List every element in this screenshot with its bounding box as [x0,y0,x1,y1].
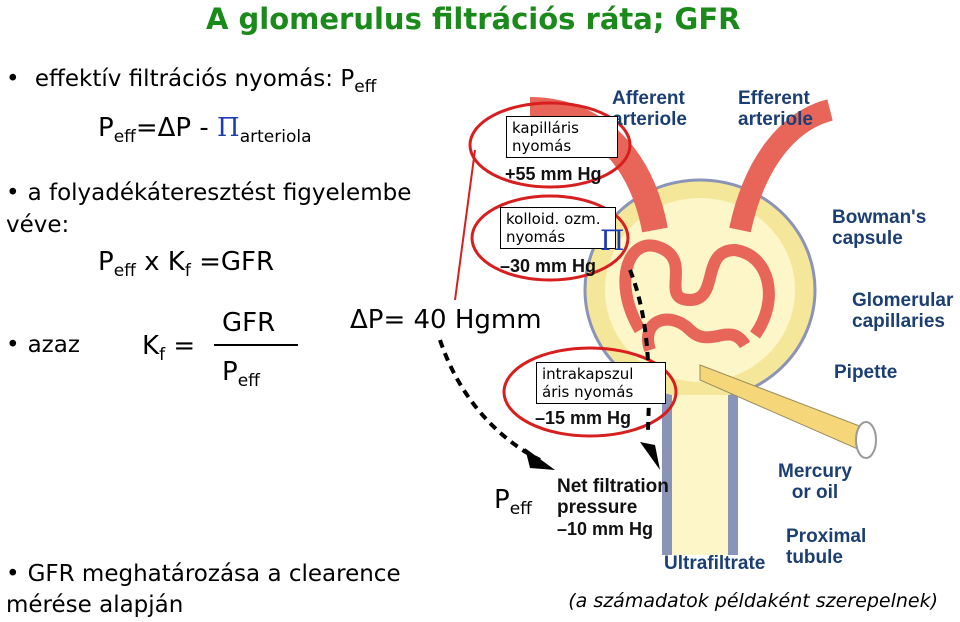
pipette-label: Pipette [834,362,898,383]
bullet-clearance: GFR meghatározása a clearence [6,561,401,587]
eq-mid: =ΔP - [135,113,218,143]
bullet-effective-pressure: effektív filtrációs nyomás: Peff [6,66,377,97]
eq-p: P [98,113,114,143]
bullet-text: effektív filtrációs nyomás: P [34,66,355,92]
delta-p-label: ΔP= 40 Hgmm [350,305,542,335]
peff-sub: eff [509,499,532,519]
proximal-label: Proximal tubule [786,526,867,568]
bullet-clearance-line2: mérése alapján [6,592,184,618]
frac-sub: eff [237,371,260,391]
efferent-label: Efferent arteriole [738,88,813,130]
bullet-permeability-line2: véve: [6,212,70,238]
kf-sub: f [159,345,166,365]
ultrafiltrate-label: Ultrafiltrate [664,553,766,574]
mm55-label: +55 mm Hg [505,164,602,184]
page-title: A glomerulus filtrációs ráta; GFR [206,2,741,36]
peff-label: Peff [494,485,532,519]
eq-sub: eff [113,127,136,147]
eq-pi-sub: arteriola [239,127,312,147]
bullet-permeability: a folyadékáteresztést figyelembe [6,180,412,206]
footnote: (a számadatok példaként szerepelnek) [568,590,938,612]
afferent-label: Afferent arteriole [612,88,687,130]
delta-p-arrow [454,149,476,301]
box-intrakapszularis: intrakapszul áris nyomás [536,362,666,404]
frac-p: P [222,357,238,387]
tubule-walls [662,395,738,555]
glomerular-label: Glomerular capillaries [852,290,954,332]
capillary-loops [619,239,775,352]
kf-k: K [142,331,160,361]
highlight-circles [468,101,678,438]
proximal-tubule-lumen [670,395,730,555]
kf-eq: = [165,331,196,361]
kf-label: Kf = [142,331,195,365]
pi-diagram-symbol: Π [600,224,625,257]
mercury-label: Mercury or oil [778,461,852,503]
bowmans-label: Bowman's capsule [832,207,927,249]
mm30-label: –30 mm Hg [500,256,597,276]
mm15-label: –15 mm Hg [535,408,632,428]
eq-sub: eff [113,261,136,281]
equation-peff: Peff=ΔP - Πarteriola [98,113,312,147]
eq-mid: x K [135,247,185,277]
arrow-head-right [640,442,660,470]
equation-gfr: Peff x Kf =GFR [98,247,274,281]
fraction-bar [214,344,298,346]
mm10-label: –10 mm Hg [557,519,654,539]
peff-p: P [494,485,510,515]
bullet-azaz: azaz [6,332,80,358]
pipette-tip [855,421,877,459]
eq-end: =GFR [190,247,275,277]
eq-p: P [98,247,114,277]
eq-k-sub: f [184,261,191,281]
box-kolloid: kolloid. ozm. nyomás [500,207,616,249]
box-kapillaris: kapilláris nyomás [506,116,618,158]
fraction-numerator: GFR [222,308,276,338]
fraction-denominator: Peff [222,357,260,391]
arrow-head-left [525,448,555,470]
efferent-arteriole-shape [729,99,834,233]
net-filtration-label: Net filtration pressure [557,476,669,518]
pi-symbol: Π [217,113,240,143]
bullet-subscript: eff [354,77,377,97]
